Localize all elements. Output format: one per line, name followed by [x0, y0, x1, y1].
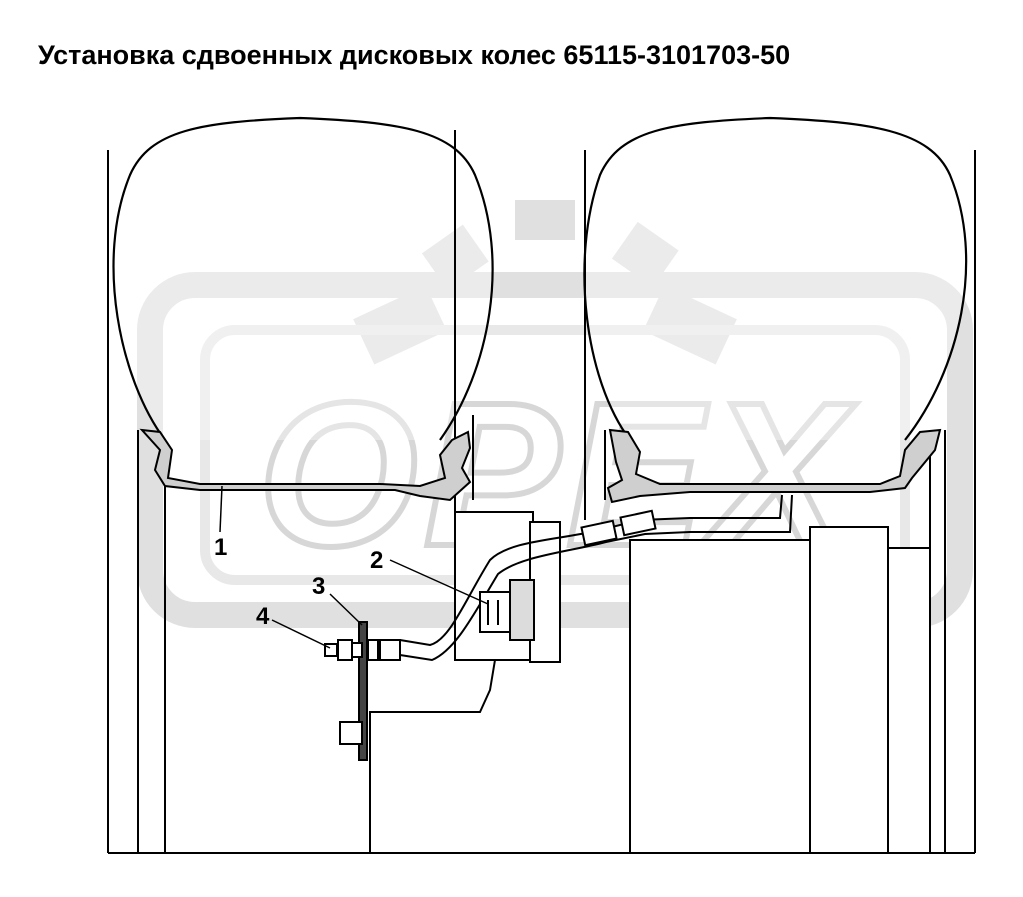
- right-rim: [606, 428, 942, 504]
- callout-1: 1: [214, 534, 227, 561]
- diagram-title: Установка сдвоенных дисковых колес 65115…: [38, 40, 791, 70]
- valve-cap: [324, 639, 401, 661]
- leader-lines: [219, 485, 489, 649]
- callout-3: 3: [312, 573, 325, 600]
- left-tire: [112, 116, 494, 441]
- hub-assembly: [369, 511, 931, 854]
- hose-fitting: [580, 509, 657, 547]
- right-tire: [583, 116, 968, 441]
- valve-nut: [479, 579, 535, 641]
- callout-2: 2: [370, 547, 383, 574]
- callout-4: 4: [256, 603, 270, 630]
- bracket: [339, 621, 368, 761]
- left-rim: [139, 428, 472, 502]
